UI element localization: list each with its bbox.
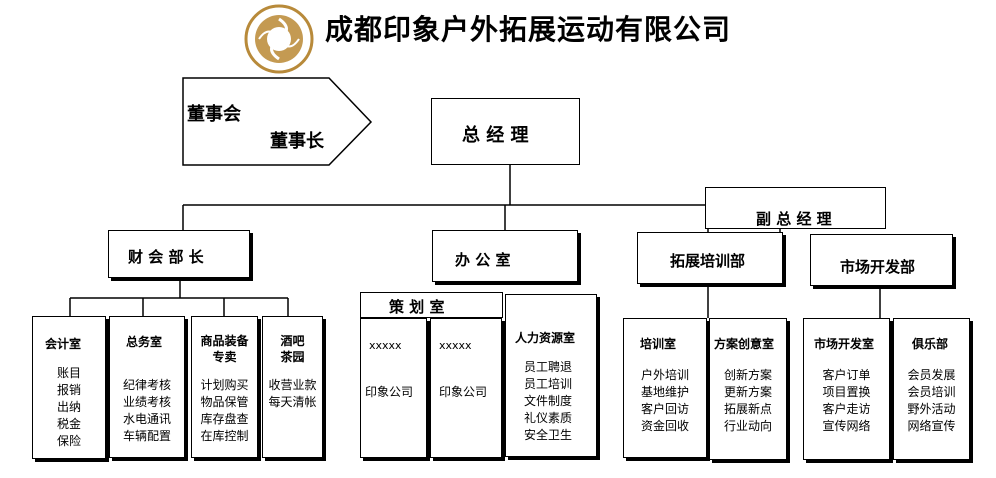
unit-items: 客户订单 项目置换 客户走访 宣传网络 <box>804 367 889 435</box>
unit-item: 项目置换 <box>822 385 871 399</box>
unit-item: 安全卫生 <box>523 428 572 442</box>
unit-item: 户外培训 <box>640 368 689 382</box>
unit-items: 纪律考核 业绩考核 水电通讯 车辆配置 <box>110 377 184 445</box>
unit-item: 客户订单 <box>822 368 871 382</box>
unit-general-affairs: 总务室 纪律考核 业绩考核 水电通讯 车辆配置 <box>109 316 185 458</box>
unit-item: 保险 <box>56 434 81 448</box>
unit-item: 客户走访 <box>822 402 871 416</box>
unit-item: 计划购买 <box>200 378 249 392</box>
planning-room-label: 策 划 室 <box>389 298 445 316</box>
unit-title: xxxxx <box>369 339 402 352</box>
unit-title: 总务室 <box>126 335 163 349</box>
unit-title: 培训室 <box>640 337 677 351</box>
finance-department-box: 财 会 部 长 <box>108 230 250 278</box>
deputy-gm-label: 副 总 经 理 <box>756 210 832 228</box>
office-box: 办 公 室 <box>432 230 578 282</box>
unit-items: 户外培训 基地维护 客户回访 资金回收 <box>624 367 706 435</box>
unit-item: 基地维护 <box>640 385 689 399</box>
board-label: 董事会 <box>187 104 241 125</box>
unit-items: 创新方案 更新方案 拓展新点 行业动向 <box>710 367 786 435</box>
unit-item: 账目 <box>56 366 81 380</box>
unit-item: 资金回收 <box>640 419 689 433</box>
unit-items: 账目 报销 出纳 税金 保险 <box>33 365 105 450</box>
unit-training-room: 培训室 户外培训 基地维护 客户回访 资金回收 <box>623 318 707 458</box>
unit-item: 员工聘退 <box>523 360 572 374</box>
unit-planning-b: xxxxx 印象公司 <box>430 318 502 458</box>
unit-item: 印象公司 <box>365 385 414 399</box>
unit-item: 物品保管 <box>200 395 249 409</box>
unit-item: 印象公司 <box>439 385 488 399</box>
unit-item: 出纳 <box>56 400 81 414</box>
unit-item: 报销 <box>56 383 81 397</box>
general-manager-label: 总 经 理 <box>462 125 529 146</box>
unit-item: 创新方案 <box>723 368 772 382</box>
unit-title: 酒吧 茶园 <box>280 334 305 364</box>
unit-item: 每天清帐 <box>268 395 317 409</box>
unit-title: 商品装备 专卖 <box>200 334 249 364</box>
unit-item: 野外活动 <box>907 402 956 416</box>
unit-item: 会员发展 <box>907 368 956 382</box>
planning-room-box: 策 划 室 <box>360 292 503 318</box>
training-department-box: 拓展培训部 <box>637 232 783 284</box>
unit-item: 客户回访 <box>640 402 689 416</box>
unit-item: 纪律考核 <box>122 378 171 392</box>
unit-item: 网络宣传 <box>907 419 956 433</box>
training-department-label: 拓展培训部 <box>670 252 746 270</box>
company-logo <box>244 4 314 74</box>
market-department-label: 市场开发部 <box>840 258 916 276</box>
market-department-box: 市场开发部 <box>810 234 953 286</box>
unit-item: 车辆配置 <box>122 429 171 443</box>
unit-accounting: 会计室 账目 报销 出纳 税金 保险 <box>32 316 106 459</box>
company-name: 成都印象户外拓展运动有限公司 <box>325 13 732 46</box>
unit-item: 库存盘查 <box>200 412 249 426</box>
deputy-gm-box: 副 总 经 理 <box>705 187 886 229</box>
unit-title: 俱乐部 <box>912 337 949 351</box>
unit-item: 更新方案 <box>723 385 772 399</box>
unit-item: 在库控制 <box>200 429 249 443</box>
unit-item: 礼仪素质 <box>523 411 572 425</box>
office-label: 办 公 室 <box>455 251 511 269</box>
unit-title: 人力资源室 <box>515 331 576 345</box>
finance-department-label: 财 会 部 长 <box>128 248 204 266</box>
unit-club: 俱乐部 会员发展 会员培训 野外活动 网络宣传 <box>893 318 970 460</box>
unit-item: 员工培训 <box>523 377 572 391</box>
unit-item: 税金 <box>56 417 81 431</box>
unit-title: 会计室 <box>45 337 82 351</box>
unit-creative-room: 方案创意室 创新方案 更新方案 拓展新点 行业动向 <box>709 318 787 460</box>
unit-items: 收营业款 每天清帐 <box>263 377 322 411</box>
general-manager-box: 总 经 理 <box>431 98 580 165</box>
unit-item: 行业动向 <box>723 419 772 433</box>
unit-item: 文件制度 <box>523 394 572 408</box>
unit-title: xxxxx <box>439 339 472 352</box>
unit-items: 员工聘退 员工培训 文件制度 礼仪素质 安全卫生 <box>506 359 590 444</box>
chairman-label: 董事长 <box>270 131 324 152</box>
board-shape <box>181 76 373 168</box>
unit-equipment-shop: 商品装备 专卖 计划购买 物品保管 库存盘查 在库控制 <box>191 316 258 458</box>
unit-market-dev-room: 市场开发室 客户订单 项目置换 客户走访 宣传网络 <box>803 318 890 460</box>
unit-item: 水电通讯 <box>122 412 171 426</box>
unit-planning-a: xxxxx 印象公司 <box>360 318 427 458</box>
unit-bar-tea-garden: 酒吧 茶园 收营业款 每天清帐 <box>262 316 323 458</box>
unit-items: 会员发展 会员培训 野外活动 网络宣传 <box>894 367 969 435</box>
unit-title: 方案创意室 <box>714 337 775 351</box>
unit-item: 业绩考核 <box>122 395 171 409</box>
unit-item: 会员培训 <box>907 385 956 399</box>
unit-title: 市场开发室 <box>814 337 875 351</box>
unit-item: 宣传网络 <box>822 419 871 433</box>
unit-item: 收营业款 <box>268 378 317 392</box>
unit-items: 计划购买 物品保管 库存盘查 在库控制 <box>192 377 257 445</box>
unit-item: 拓展新点 <box>723 402 772 416</box>
unit-human-resources: 人力资源室 员工聘退 员工培训 文件制度 礼仪素质 安全卫生 <box>505 294 597 457</box>
